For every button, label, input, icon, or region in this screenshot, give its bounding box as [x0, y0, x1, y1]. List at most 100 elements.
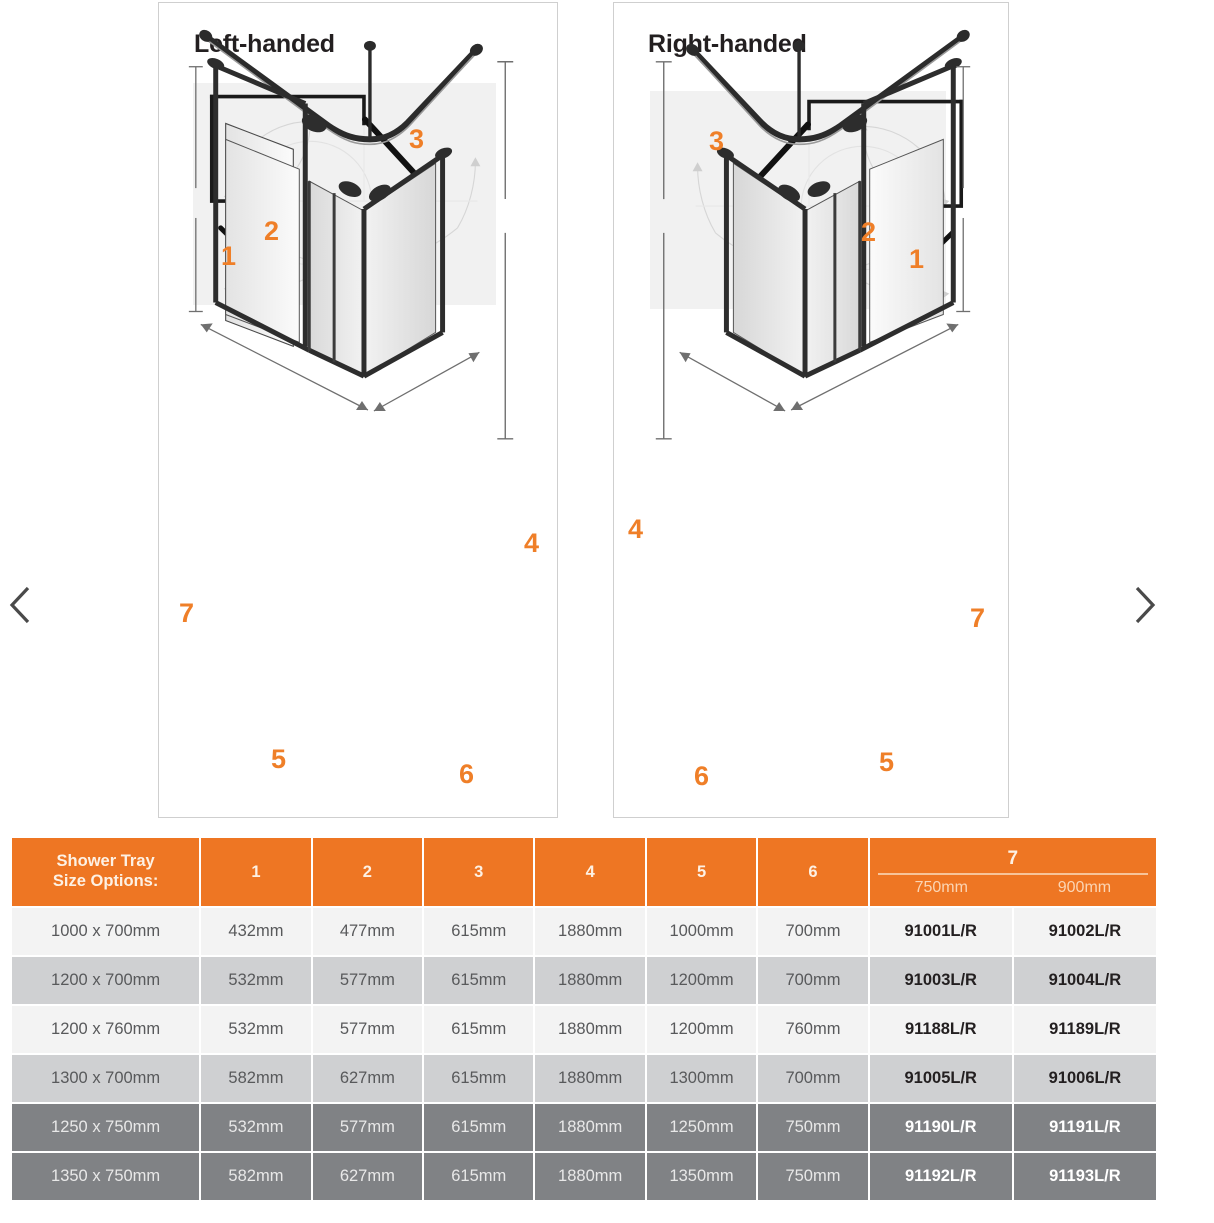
- row-value-4: 1880mm: [535, 908, 645, 955]
- row-value-3: 615mm: [424, 957, 534, 1004]
- panel-title-right: Right-handed: [648, 30, 807, 58]
- row-value-2: 477mm: [312, 908, 423, 955]
- callout-4-right: 4: [628, 514, 644, 544]
- curved-rail-left-artwork: [199, 29, 483, 146]
- row-value-1: 532mm: [201, 1006, 311, 1053]
- row-value-6: 700mm: [758, 957, 868, 1004]
- table-body: 1000 x 700mm 432mm 477mm 615mm 1880mm 10…: [12, 908, 1156, 1200]
- table-row: 1200 x 760mm 532mm 577mm 615mm 1880mm 12…: [12, 1006, 1156, 1053]
- row-code-750: 91188L/R: [869, 1006, 1012, 1053]
- row-value-1: 532mm: [201, 1104, 311, 1151]
- row-size: 1200 x 760mm: [12, 1006, 200, 1053]
- shower-screen-left-frame: [207, 58, 453, 379]
- shower-tray-size-table: Shower Tray Size Options: 1 2 3 4 5 6 7 …: [10, 836, 1158, 1202]
- callout-5-right: 5: [879, 747, 895, 777]
- callout-3-right: 3: [709, 126, 725, 156]
- dimension-7-right: [956, 66, 971, 313]
- callout-1-left: 1: [221, 241, 237, 271]
- row-value-2: 627mm: [312, 1153, 423, 1200]
- callout-2-right: 2: [861, 217, 877, 247]
- shower-tray-size-table-wrapper: Shower Tray Size Options: 1 2 3 4 5 6 7 …: [10, 836, 1158, 1202]
- row-value-3: 615mm: [424, 1055, 534, 1102]
- dimension-4-right: [655, 61, 672, 440]
- callout-7-right: 7: [970, 603, 986, 633]
- table-row: 1300 x 700mm 582mm 627mm 615mm 1880mm 13…: [12, 1055, 1156, 1102]
- header-col-3: 3: [424, 838, 534, 906]
- row-code-750: 91192L/R: [869, 1153, 1012, 1200]
- row-code-750: 91005L/R: [869, 1055, 1012, 1102]
- dimension-6-right: [679, 351, 786, 412]
- carousel-prev-button[interactable]: [0, 583, 42, 627]
- row-value-6: 750mm: [758, 1153, 868, 1200]
- row-value-2: 627mm: [312, 1055, 423, 1102]
- right-diagram-artwork: [655, 29, 971, 440]
- dimension-5-left: [200, 323, 369, 411]
- row-value-4: 1880mm: [535, 1055, 645, 1102]
- header-size-options: Shower Tray Size Options:: [12, 838, 200, 906]
- header-col-5: 5: [646, 838, 757, 906]
- header-col-7-sub-750: 750mm: [914, 878, 968, 896]
- row-size: 1200 x 700mm: [12, 957, 200, 1004]
- header-col-2: 2: [312, 838, 423, 906]
- header-col-7-label: 7: [877, 848, 1148, 875]
- carousel-next-button[interactable]: [1122, 583, 1166, 627]
- row-code-900: 91004L/R: [1013, 957, 1156, 1004]
- shower-screen-right-frame: [716, 58, 962, 379]
- table-row: 1350 x 750mm 582mm 627mm 615mm 1880mm 13…: [12, 1153, 1156, 1200]
- row-code-900: 91006L/R: [1013, 1055, 1156, 1102]
- header-col-4: 4: [535, 838, 645, 906]
- row-value-3: 615mm: [424, 1153, 534, 1200]
- dimension-6-left: [373, 351, 480, 412]
- callout-5-left: 5: [271, 744, 287, 774]
- row-size: 1250 x 750mm: [12, 1104, 200, 1151]
- row-value-1: 532mm: [201, 957, 311, 1004]
- row-value-5: 1250mm: [646, 1104, 757, 1151]
- callout-3-left: 3: [409, 124, 425, 154]
- chevron-right-icon: [1135, 586, 1156, 624]
- chevron-left-icon: [9, 586, 30, 624]
- row-value-6: 700mm: [758, 1055, 868, 1102]
- row-value-1: 582mm: [201, 1055, 311, 1102]
- row-code-750: 91190L/R: [869, 1104, 1012, 1151]
- header-col-7-sub-900: 900mm: [1057, 878, 1112, 896]
- header-size-options-line2: Size Options:: [52, 872, 159, 890]
- table-row: 1200 x 700mm 532mm 577mm 615mm 1880mm 12…: [12, 957, 1156, 1004]
- header-col-6: 6: [758, 838, 868, 906]
- left-diagram-artwork: [188, 29, 514, 440]
- row-code-750: 91003L/R: [869, 957, 1012, 1004]
- row-code-900: 91193L/R: [1013, 1153, 1156, 1200]
- callout-4-left: 4: [524, 528, 540, 558]
- callout-6-right: 6: [694, 761, 710, 791]
- panel-left-handed: Left-handed: [158, 2, 558, 818]
- row-value-5: 1350mm: [646, 1153, 757, 1200]
- callout-2-left: 2: [264, 216, 280, 246]
- row-value-5: 1200mm: [646, 1006, 757, 1053]
- table-header-row: Shower Tray Size Options: 1 2 3 4 5 6 7 …: [12, 838, 1156, 906]
- row-value-5: 1300mm: [646, 1055, 757, 1102]
- row-code-750: 91001L/R: [869, 908, 1012, 955]
- callout-6-left: 6: [459, 759, 475, 789]
- row-value-4: 1880mm: [535, 1006, 645, 1053]
- header-size-options-line1: Shower Tray: [56, 852, 155, 871]
- panel-right-handed: Right-handed: [613, 2, 1009, 818]
- callout-1-right: 1: [909, 244, 925, 274]
- row-value-1: 432mm: [201, 908, 311, 955]
- curved-rail-right-artwork: [686, 29, 970, 146]
- row-value-2: 577mm: [312, 1104, 423, 1151]
- dimension-5-right: [790, 323, 959, 411]
- row-value-2: 577mm: [312, 1006, 423, 1053]
- row-value-6: 700mm: [758, 908, 868, 955]
- row-value-4: 1880mm: [535, 1104, 645, 1151]
- row-size: 1350 x 750mm: [12, 1153, 200, 1200]
- header-col-7-group: 7 750mm 900mm: [869, 838, 1156, 906]
- row-size: 1300 x 700mm: [12, 1055, 200, 1102]
- row-value-3: 615mm: [424, 1104, 534, 1151]
- callout-7-left: 7: [179, 598, 195, 628]
- table-header: Shower Tray Size Options: 1 2 3 4 5 6 7 …: [12, 838, 1156, 906]
- table-row: 1250 x 750mm 532mm 577mm 615mm 1880mm 12…: [12, 1104, 1156, 1151]
- row-value-4: 1880mm: [535, 1153, 645, 1200]
- row-value-3: 615mm: [424, 1006, 534, 1053]
- row-size: 1000 x 700mm: [12, 908, 200, 955]
- row-value-1: 582mm: [201, 1153, 311, 1200]
